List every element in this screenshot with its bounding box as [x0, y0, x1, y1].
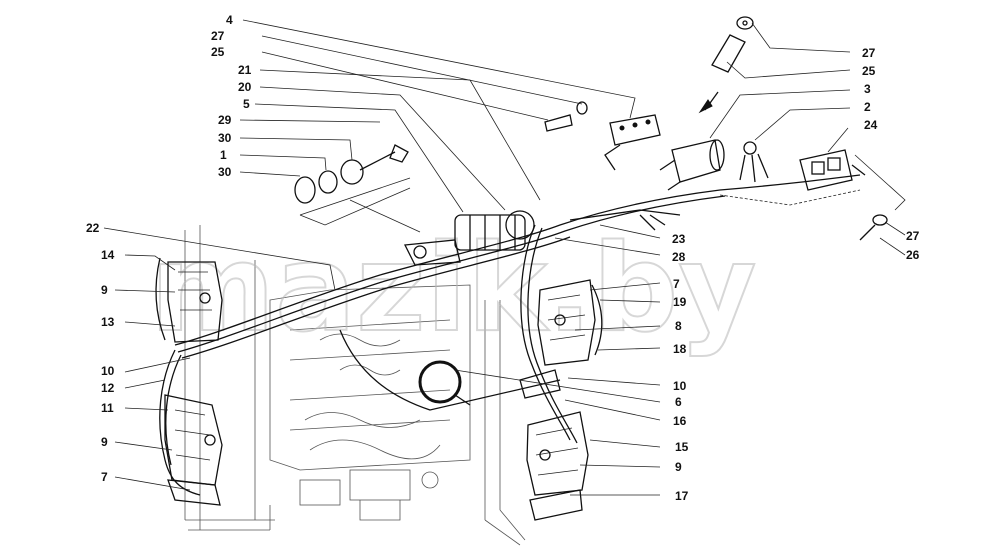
watermark: mazik.by [150, 220, 757, 359]
callout-7-a: 7 [101, 470, 108, 484]
callout-27-top: 27 [211, 29, 225, 43]
callout-10-b: 10 [673, 379, 687, 393]
callout-19: 19 [673, 295, 687, 309]
callout-9-a: 9 [101, 283, 108, 297]
ignition-coil [659, 139, 725, 191]
wiring-harness [159, 174, 861, 496]
bolt-25-right [698, 16, 754, 114]
switch-block-24 [799, 149, 866, 191]
callout-11: 11 [101, 401, 114, 415]
right-upper-lamp [537, 279, 603, 366]
tractor-frame [184, 225, 526, 546]
cable-23 [569, 209, 681, 231]
switch-exploded-parts [294, 144, 421, 233]
callout-24: 24 [864, 118, 878, 132]
callout-30-b: 30 [218, 165, 232, 179]
callout-25-top: 25 [211, 45, 225, 59]
callout-labels: 4 27 25 21 20 5 29 30 1 30 22 14 9 13 10… [86, 13, 920, 503]
callout-27-r2: 27 [906, 229, 920, 243]
callout-1: 1 [220, 148, 227, 162]
callout-27-r1: 27 [862, 46, 876, 60]
callout-23: 23 [672, 232, 686, 246]
callout-25-r1: 25 [862, 64, 876, 78]
callout-9-c: 9 [675, 460, 682, 474]
callout-6: 6 [675, 395, 682, 409]
callout-29: 29 [218, 113, 232, 127]
callout-17: 17 [675, 489, 689, 503]
callout-8: 8 [675, 319, 682, 333]
callout-13: 13 [101, 315, 115, 329]
callout-28: 28 [672, 250, 686, 264]
callout-5: 5 [243, 97, 250, 111]
relay-assembly [403, 210, 535, 266]
right-lower-lamp [519, 369, 589, 521]
bolt-26 [859, 214, 888, 241]
callout-2: 2 [864, 100, 871, 114]
callout-10-a: 10 [101, 364, 115, 378]
callout-9-b: 9 [101, 435, 108, 449]
callout-14: 14 [101, 248, 115, 262]
bolt-25-top [544, 101, 588, 132]
callout-15: 15 [675, 440, 689, 454]
callout-16: 16 [673, 414, 687, 428]
callout-4-top: 4 [226, 13, 233, 27]
leader-lines [103, 19, 906, 496]
callout-26: 26 [906, 248, 920, 262]
callout-18: 18 [673, 342, 687, 356]
callout-21: 21 [238, 63, 252, 77]
terminal-block [604, 114, 661, 171]
left-lower-lamp [164, 394, 223, 506]
callout-22: 22 [86, 221, 100, 235]
callout-30-a: 30 [218, 131, 232, 145]
sensor-2 [739, 141, 769, 183]
callout-3: 3 [864, 82, 871, 96]
ring-sensor [418, 360, 471, 406]
callout-7-b: 7 [673, 277, 680, 291]
left-upper-lamp [155, 257, 223, 343]
callout-20: 20 [238, 80, 252, 94]
callout-12: 12 [101, 381, 115, 395]
